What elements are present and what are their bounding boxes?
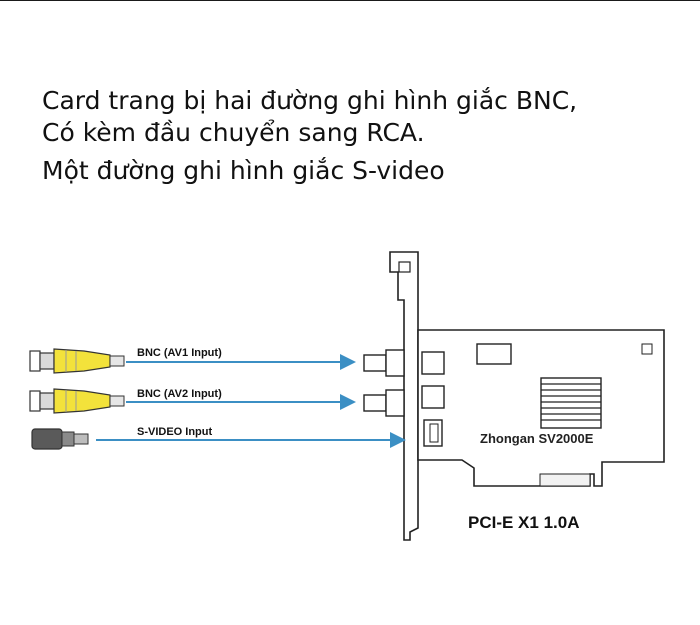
heading-line-1: Card trang bị hai đường ghi hình giắc BN… [42, 86, 578, 115]
small-component [641, 343, 653, 355]
top-border [0, 0, 700, 1]
small-chip [476, 343, 512, 365]
heading-line-2: Có kèm đầu chuyển sang RCA. [42, 118, 425, 147]
gold-finger-contacts [539, 473, 591, 487]
card-interface-label: PCI-E X1 1.0A [468, 513, 580, 532]
bnc-connector-1 [363, 349, 445, 377]
bracket-slot [398, 261, 411, 273]
main-chip [540, 377, 602, 429]
heading-line-3: Một đường ghi hình giắc S-video [42, 156, 445, 185]
label-s-video-input: S-VIDEO Input [137, 426, 213, 438]
card-model-label: Zhongan SV2000E [480, 431, 594, 446]
label-av1-input: BNC (AV1 Input) [137, 347, 222, 359]
bnc-connector-2 [363, 385, 445, 417]
label-av2-input: BNC (AV2 Input) [137, 388, 222, 400]
s-video-plug [31, 428, 89, 450]
bnc-adapter-plug-2 [29, 388, 125, 414]
s-video-connector [423, 419, 443, 447]
bnc-adapter-plug-1 [29, 348, 125, 374]
